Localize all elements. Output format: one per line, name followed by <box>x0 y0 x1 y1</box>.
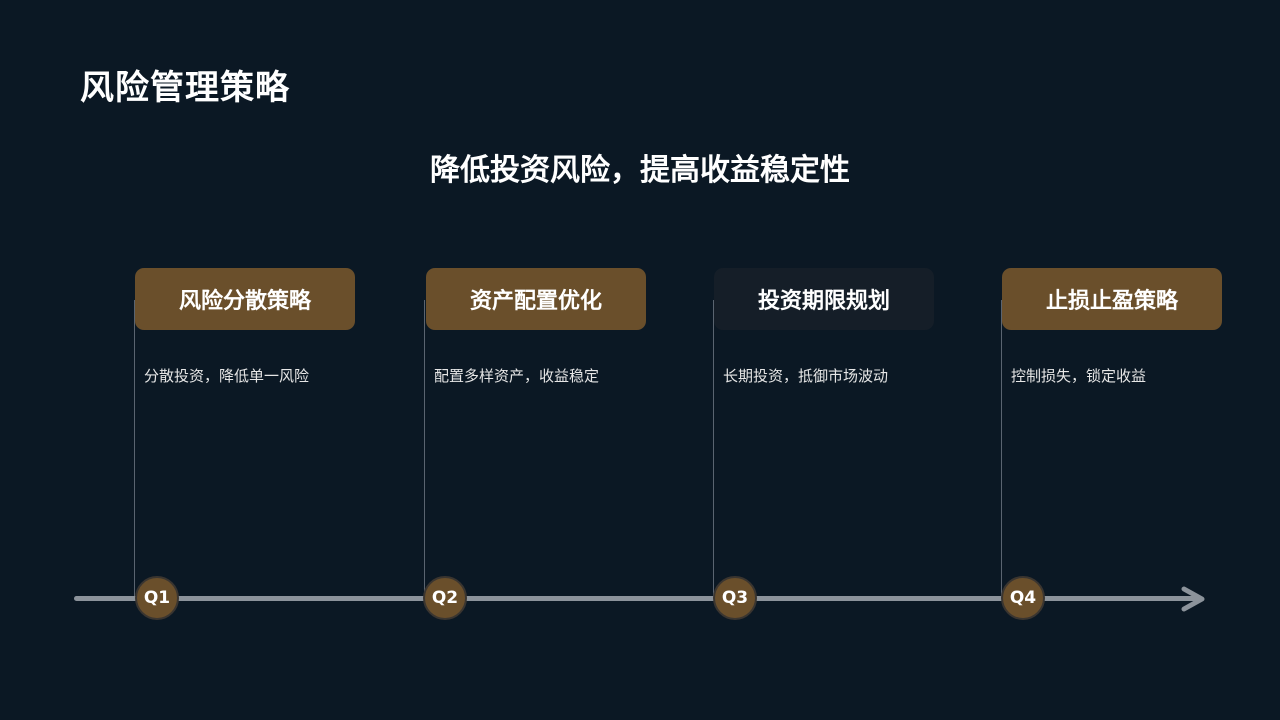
connector-line <box>424 300 425 598</box>
quarter-marker-q1: Q1 <box>135 576 179 620</box>
connector-line <box>713 300 714 598</box>
arrow-right-icon <box>1181 586 1205 612</box>
step-desc-2: 配置多样资产，收益稳定 <box>434 367 600 385</box>
quarter-marker-q3: Q3 <box>713 576 757 620</box>
step-desc-3: 长期投资，抵御市场波动 <box>723 367 889 385</box>
step-desc-4: 控制损失，锁定收益 <box>1011 367 1147 385</box>
quarter-marker-q4: Q4 <box>1001 576 1045 620</box>
connector-line <box>1001 300 1002 598</box>
step-card-2: 资产配置优化 <box>426 268 646 330</box>
step-desc-1: 分散投资，降低单一风险 <box>144 367 310 385</box>
page-title: 风险管理策略 <box>80 68 290 108</box>
connector-line <box>134 300 135 598</box>
quarter-marker-q2: Q2 <box>423 576 467 620</box>
step-card-4: 止损止盈策略 <box>1002 268 1222 330</box>
step-card-3: 投资期限规划 <box>714 268 934 330</box>
timeline-axis <box>74 596 1198 601</box>
page-subtitle: 降低投资风险，提高收益稳定性 <box>430 153 850 188</box>
step-card-1: 风险分散策略 <box>135 268 355 330</box>
